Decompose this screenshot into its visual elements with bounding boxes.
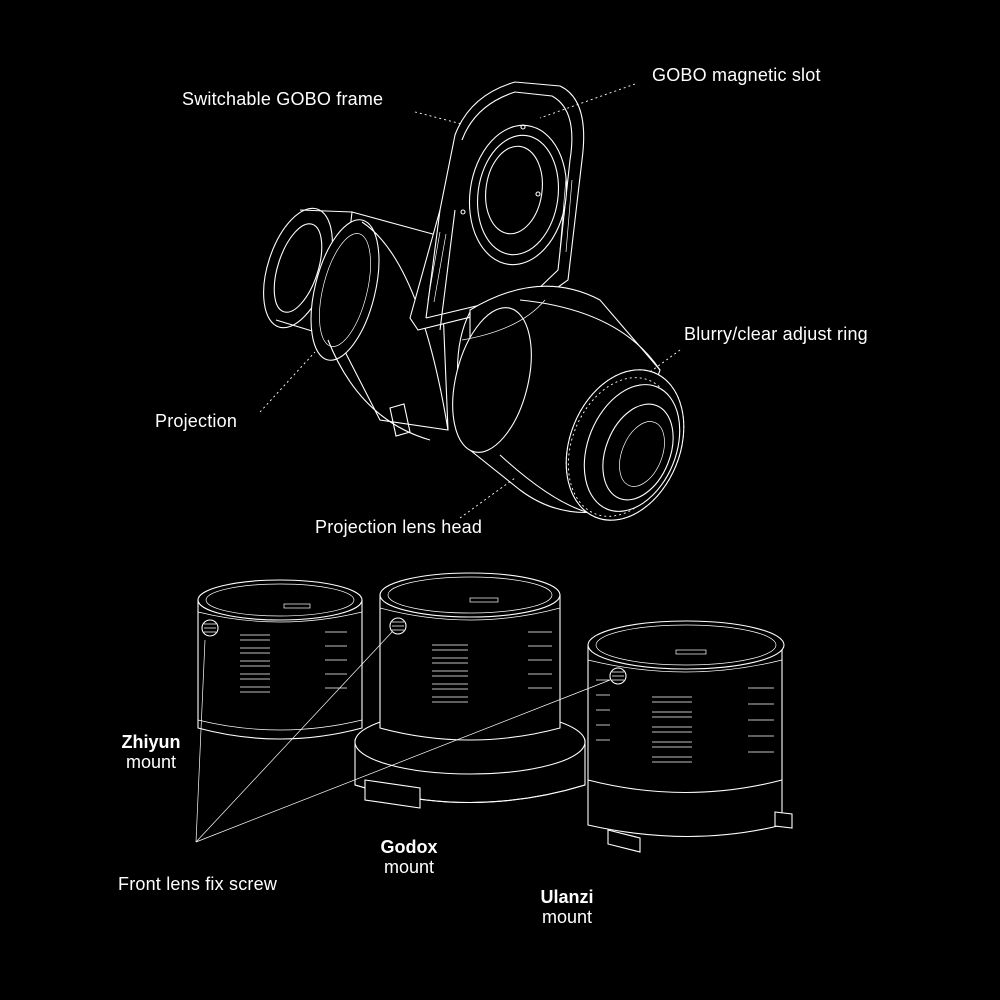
blurry-clear-adjust-ring [565, 369, 685, 521]
godox-fix-screw-icon [389, 617, 407, 635]
gobo-frame [409, 81, 585, 331]
label-front-lens-fix-screw: Front lens fix screw [118, 874, 278, 894]
label-projection: Projection [155, 411, 238, 431]
godox-vents [432, 631, 552, 703]
zhiyun-fix-screw-icon [201, 619, 219, 637]
projection-lens-assembly [263, 81, 685, 521]
godox-mount-drawing [354, 572, 586, 809]
label-switchable-gobo-frame: Switchable GOBO frame [182, 89, 384, 109]
godox-mount-word: mount [383, 857, 435, 877]
label-blurry-clear-adjust-ring: Blurry/clear adjust ring [684, 324, 868, 344]
godox-brand: Godox [380, 837, 438, 857]
label-projection-lens-head: Projection lens head [315, 517, 483, 537]
zhiyun-vents [240, 631, 347, 693]
label-zhiyun-mount: Zhiyun mount [91, 732, 211, 772]
projection-body [310, 211, 449, 441]
ulanzi-mount-word: mount [541, 907, 593, 927]
ulanzi-mount-drawing [587, 620, 793, 853]
zhiyun-brand: Zhiyun [121, 732, 181, 752]
label-ulanzi-mount: Ulanzi mount [507, 887, 627, 927]
ulanzi-brand: Ulanzi [540, 887, 594, 907]
label-gobo-magnetic-slot: GOBO magnetic slot [652, 65, 821, 85]
screw-leader-lines [195, 631, 611, 843]
upper-leader-lines [259, 83, 681, 519]
label-godox-mount: Godox mount [349, 837, 469, 877]
ulanzi-vents [596, 679, 774, 763]
ulanzi-fix-screw-icon [609, 667, 627, 685]
zhiyun-mount-word: mount [125, 752, 177, 772]
zhiyun-mount-drawing [197, 579, 363, 740]
